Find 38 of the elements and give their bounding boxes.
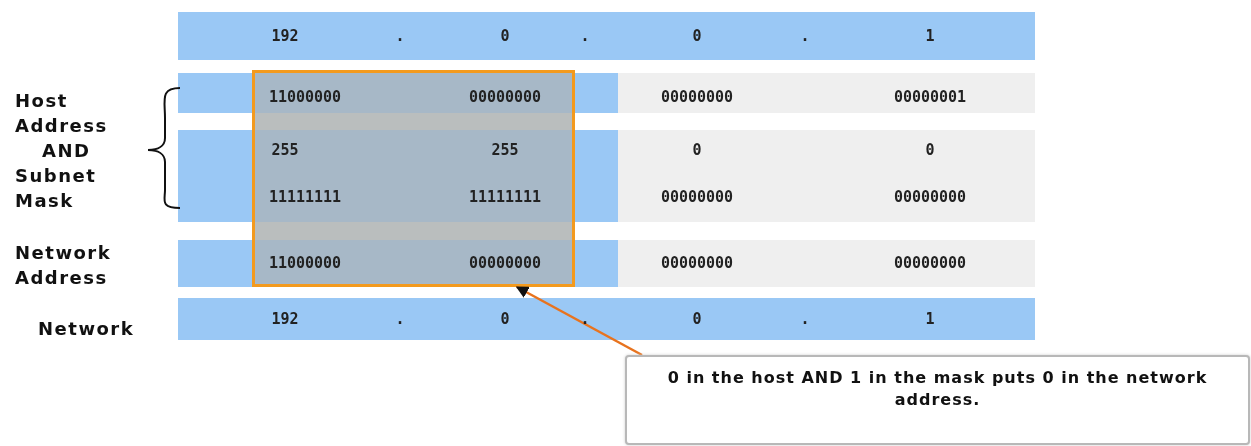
callout-text: 0 in the host AND 1 in the mask puts 0 in the network address. [666, 367, 1209, 411]
octet-value: 00000000 [893, 254, 967, 272]
octet-value: 00000000 [660, 88, 734, 106]
octet-value: 0 [500, 27, 510, 45]
octet-value: 1 [925, 27, 935, 45]
dot-separator: . [800, 27, 810, 45]
octet-value: 00000000 [660, 188, 734, 206]
dot-separator: . [395, 310, 405, 328]
row-label: AND [42, 139, 92, 163]
octet-value: 255 [271, 141, 299, 159]
octet-value: 00000000 [660, 254, 734, 272]
octet-value: 1 [925, 310, 935, 328]
octet-value: 00000000 [893, 188, 967, 206]
octet-value: 11000000 [268, 88, 342, 106]
octet-value: 00000001 [893, 88, 967, 106]
highlight-rectangle [252, 70, 575, 287]
row-label: Host Address [15, 89, 109, 138]
octet-value: 192 [271, 310, 299, 328]
octet-value: 0 [692, 27, 702, 45]
row-label: Network Address [15, 241, 113, 290]
octet-value: 0 [500, 310, 510, 328]
octet-value: 11000000 [268, 254, 342, 272]
row-label: Subnet Mask [15, 164, 98, 213]
dot-separator: . [395, 27, 405, 45]
octet-value: 192 [271, 27, 299, 45]
octet-value: 11111111 [468, 188, 542, 206]
octet-value: 00000000 [468, 254, 542, 272]
row-label: Network [38, 317, 136, 341]
dot-separator: . [580, 310, 590, 328]
dot-separator: . [580, 27, 590, 45]
octet-value: 255 [491, 141, 519, 159]
octet-value: 0 [925, 141, 935, 159]
octet-value: 0 [692, 141, 702, 159]
octet-value: 0 [692, 310, 702, 328]
octet-value: 11111111 [268, 188, 342, 206]
octet-value: 00000000 [468, 88, 542, 106]
dot-separator: . [800, 310, 810, 328]
arrow [515, 285, 643, 357]
